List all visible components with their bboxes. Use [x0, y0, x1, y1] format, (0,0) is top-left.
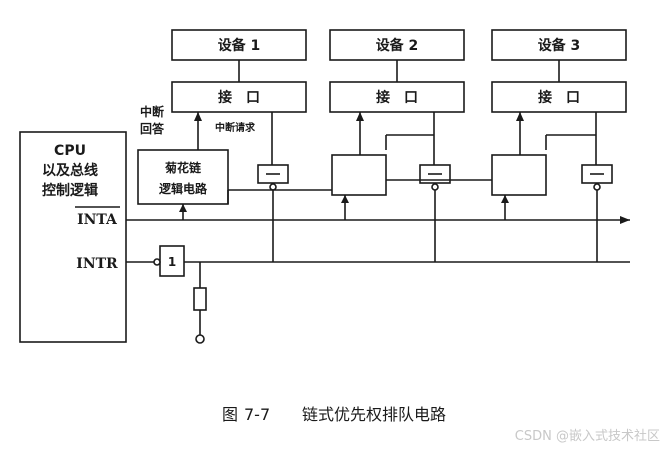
- inta-label: INTA: [77, 212, 118, 228]
- interrupt-ack-label-line2: 回答: [140, 121, 165, 136]
- device-2-label: 设备 2: [376, 37, 419, 54]
- intr-label: INTR: [76, 256, 118, 272]
- figure-caption-title: 链式优先权排队电路: [302, 405, 446, 424]
- inta-to-chain2-arrow: [341, 195, 349, 203]
- interface-3-label: 接 口: [538, 89, 580, 106]
- cpu-label-line1: CPU: [54, 143, 86, 159]
- ack-arrow-1: [194, 112, 202, 121]
- buffer-gate-3-bubble: [593, 183, 601, 191]
- interrupt-request-label: 中断请求: [215, 121, 256, 134]
- device-3: 设备 3: [491, 29, 627, 61]
- buffer-gate-1: [257, 164, 289, 220]
- chain-block-2: [331, 154, 387, 196]
- watermark-text: CSDN @嵌入式技术社区: [515, 428, 660, 444]
- interface-1-label: 接 口: [218, 89, 260, 106]
- pullup-resistor: [193, 287, 207, 311]
- interrupt-ack-label-line1: 中断: [140, 104, 164, 119]
- device-2: 设备 2: [329, 29, 465, 61]
- buffer-gate-3: [581, 164, 613, 220]
- ack-arrow-3: [516, 112, 524, 121]
- intr-gate-bubble: [153, 258, 161, 266]
- vcc-terminal: [195, 334, 205, 344]
- device-1: 设备 1: [171, 29, 307, 61]
- buffer-gate-1-bubble: [269, 183, 277, 191]
- buffer-gate-2: [419, 164, 451, 220]
- chain-block-3: [491, 154, 547, 196]
- daisy-chain-logic: 菊花链 逻辑电路: [137, 149, 229, 205]
- inta-to-chain3-arrow: [501, 195, 509, 203]
- interface-1: 接 口: [171, 81, 307, 113]
- interface-3: 接 口: [491, 81, 627, 113]
- interface-2: 接 口: [329, 81, 465, 113]
- cpu-label-line2: 以及总线: [42, 162, 98, 179]
- ack-arrow-2: [356, 112, 364, 121]
- cpu-label-line3: 控制逻辑: [42, 182, 98, 199]
- buffer-gate-2-bubble: [431, 183, 439, 191]
- figure-caption-prefix: 图: [222, 405, 238, 424]
- figure-caption-number: 7-7: [244, 405, 270, 424]
- intr-gate-label: 1: [168, 255, 176, 269]
- daisy-chain-label-line1: 菊花链: [164, 160, 202, 175]
- inta-bus-arrow: [620, 216, 630, 224]
- daisy-chain-label-line2: 逻辑电路: [159, 181, 208, 196]
- device-1-label: 设备 1: [218, 37, 261, 54]
- interface-2-label: 接 口: [376, 89, 418, 106]
- inta-to-daisy-arrow: [179, 204, 187, 212]
- cpu-block: CPU 以及总线 控制逻辑 INTA INTR: [19, 131, 127, 343]
- intr-gate: 1: [153, 245, 185, 277]
- device-3-label: 设备 3: [538, 37, 581, 54]
